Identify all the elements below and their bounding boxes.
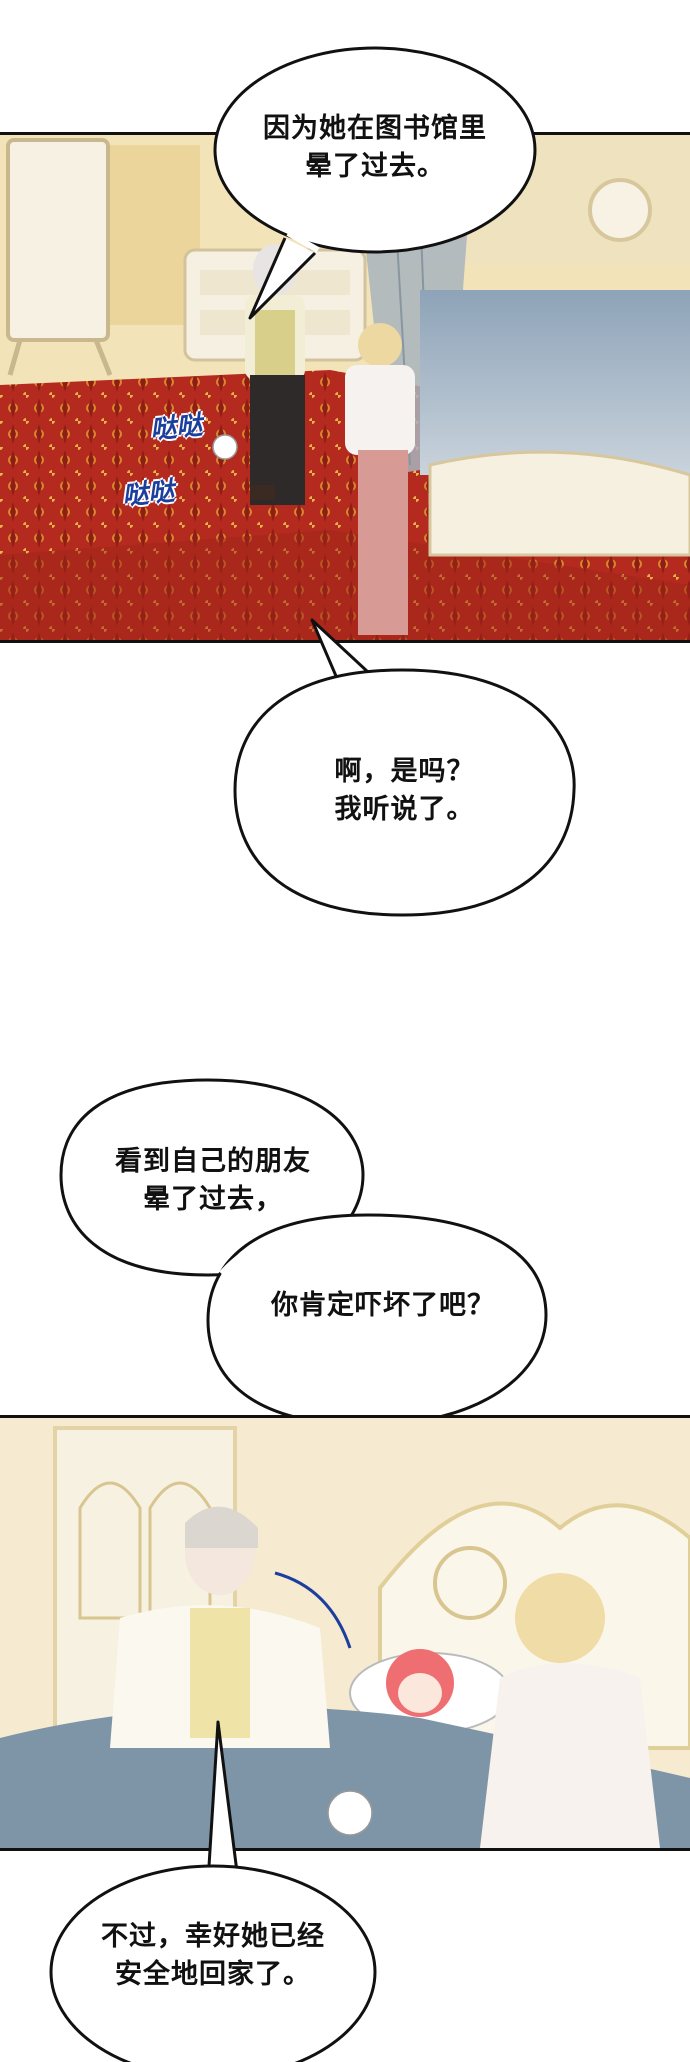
speech-bubble-1: 因为她在图书馆里 晕了过去。 (210, 28, 540, 320)
bubble-1-line-2: 晕了过去。 (305, 151, 445, 182)
panel-bedroom-walking: 哒哒 哒哒 (0, 132, 690, 643)
bubble-2-line-2: 我听说了。 (334, 794, 475, 825)
bubble-2-line-1: 啊，是吗？ (334, 756, 475, 787)
speech-bubble-4: 不过，幸好她已经 安全地回家了。 (48, 1720, 378, 2062)
bubble-3-line-2: 晕了过去， (143, 1184, 283, 1215)
bubble-4-line-1: 不过，幸好她已经 (101, 1921, 325, 1952)
bubble-1-line-1: 因为她在图书馆里 (263, 113, 487, 144)
bedroom-illustration (0, 135, 690, 640)
bubble-3-line-1: 看到自己的朋友 (115, 1146, 311, 1177)
footstep-sfx-2: 哒哒 (120, 476, 176, 512)
panel-bedside (0, 1415, 690, 1851)
bubble-3-line-3: 你肯定吓坏了吧？ (271, 1290, 495, 1321)
bubble-4-line-2: 安全地回家了。 (115, 1959, 311, 1990)
footstep-sfx-1: 哒哒 (148, 410, 204, 446)
speech-bubble-2: 啊，是吗？ 我听说了。 (232, 618, 577, 920)
speech-bubble-3: 看到自己的朋友 晕了过去， 你肯定吓坏了吧？ (58, 1075, 548, 1502)
bedside-illustration (0, 1418, 690, 1848)
